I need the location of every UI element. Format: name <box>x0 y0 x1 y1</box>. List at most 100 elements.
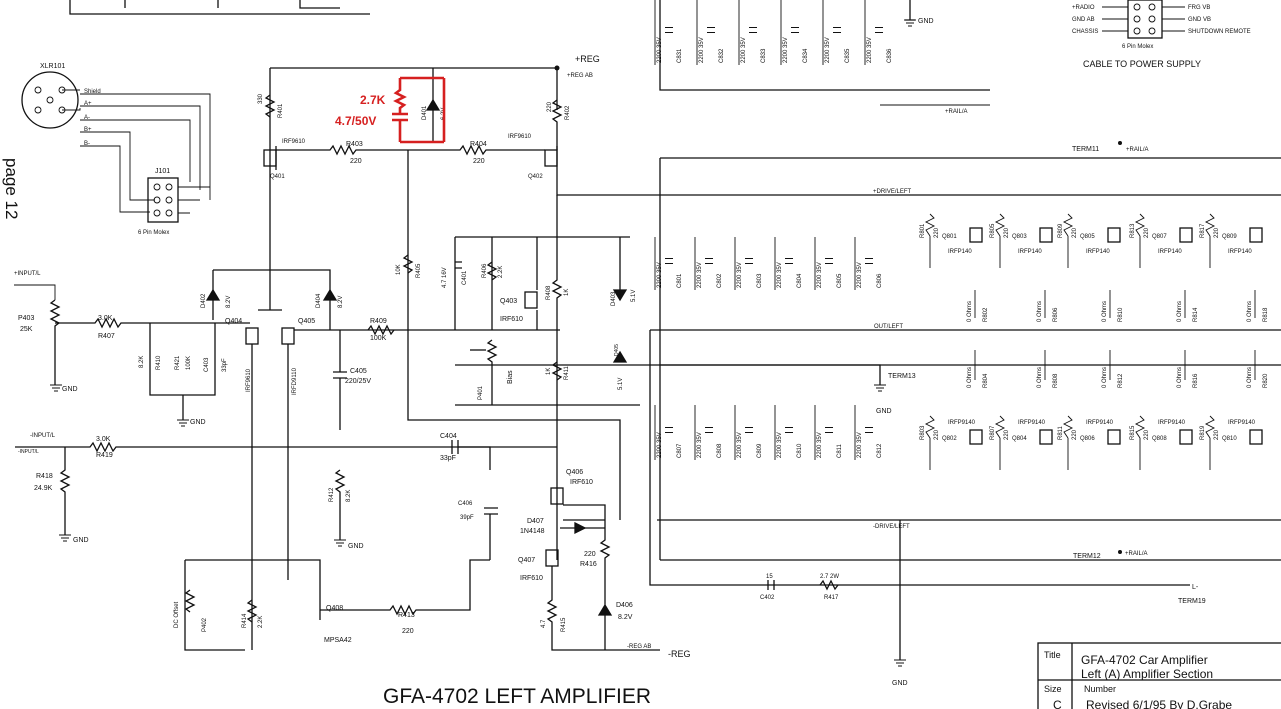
r415-value: 4.7 <box>541 619 547 628</box>
reg-neg-label: -REG <box>668 649 691 659</box>
emitter-val: 0 Ohms <box>1247 367 1253 388</box>
q408-ref: Q408 <box>326 605 343 612</box>
j101-caption: 6 Pin Molex <box>138 230 169 236</box>
p403-value: 25K <box>20 326 33 333</box>
cap-ref: C803 <box>757 273 763 288</box>
output-mosfet <box>1249 429 1263 445</box>
output-r-ref: R811 <box>1058 425 1064 440</box>
term13-label: TERM13 <box>888 373 916 380</box>
output-type: IRFP9140 <box>1018 420 1046 426</box>
molex-pin-gndvb: GND VB <box>1188 17 1211 23</box>
c402-value: 15 <box>766 574 773 580</box>
cap-ref: C835 <box>845 48 851 63</box>
emitter-bot-ref: R816 <box>1193 373 1199 388</box>
emitter-val: 0 Ohms <box>1177 301 1183 322</box>
xlr-ref: XLR101 <box>40 63 65 70</box>
output-q-ref: Q809 <box>1222 234 1237 240</box>
r404-value: 220 <box>473 158 485 165</box>
cap-bank-wires: TERM13 GND <box>454 236 916 415</box>
j101-ref: J101 <box>155 168 170 175</box>
emitter-top-ref: R802 <box>983 307 989 322</box>
emitter-val: 0 Ohms <box>1037 301 1043 322</box>
cap-value: 2200 35V <box>657 37 663 63</box>
r421-value: 100K <box>186 356 192 370</box>
r403-value: 220 <box>350 158 362 165</box>
r407-value: 3.0K <box>98 315 113 322</box>
cap-value: 2200 35V <box>817 432 823 458</box>
r412-ref: R412 <box>329 487 335 502</box>
r402-ref: R402 <box>565 105 571 120</box>
d406-ref: D406 <box>616 602 633 609</box>
q407-ref: Q407 <box>518 557 535 564</box>
c404-value: 33pF <box>440 455 456 462</box>
rail-a-neg-label: +RAIL/A <box>1125 551 1148 557</box>
q401-type: IRF9610 <box>282 139 306 145</box>
output-type: IRFP140 <box>948 249 972 255</box>
j101-connector: J101 6 Pin Molex <box>138 168 210 236</box>
c403-value: 33pF <box>222 358 228 372</box>
output-r-ref: R801 <box>920 223 926 238</box>
p401-ref: P401 <box>478 385 484 400</box>
tb-number-label: Number <box>1084 684 1116 694</box>
output-mosfet <box>969 429 983 445</box>
vas-section: Q406 IRF610 D407 1N4148 220 R416 Q407 IR… <box>518 469 691 659</box>
output-type: IRFP140 <box>1158 249 1182 255</box>
diff-pair: D402 8.2V D404 8.2V Q404 IRF9610 Q405 IR… <box>201 269 560 650</box>
q404-type: IRF9610 <box>246 368 252 392</box>
molex-pin-chassis: CHASSIS <box>1072 29 1098 35</box>
emitter-bot-ref: R820 <box>1263 373 1269 388</box>
output-r-value: 220 <box>934 429 940 440</box>
output-q-ref: Q807 <box>1152 234 1167 240</box>
emitter-bot-ref: R812 <box>1118 373 1124 388</box>
cap-value: 2200 35V <box>857 262 863 288</box>
resistor-r402: 220 R402 <box>547 99 571 150</box>
cap-value: 2200 35V <box>867 37 873 63</box>
d407-ref: D407 <box>527 518 544 525</box>
q403-type: IRF610 <box>500 316 523 323</box>
cap-ref: C804 <box>797 273 803 288</box>
molex-pin-frgvb: FRG VB <box>1188 5 1210 11</box>
q406-ref: Q406 <box>566 469 583 476</box>
gnd-label-bottom: GND <box>892 680 908 687</box>
c403-ref: C403 <box>204 357 210 372</box>
r419-value: 3.0K <box>96 436 111 443</box>
tb-title-label: Title <box>1044 650 1061 660</box>
output-q-ref: Q804 <box>1012 436 1027 442</box>
r403-r404-network: R403 220 R404 220 <box>276 141 621 520</box>
input-pos-label: +INPUT/L <box>14 271 41 277</box>
q405-ref: Q405 <box>298 318 315 325</box>
q403-ref: Q403 <box>500 298 517 305</box>
output-q-ref: Q803 <box>1012 234 1027 240</box>
output-type: IRFP140 <box>1018 249 1042 255</box>
c405-value: 220/25V <box>345 378 371 385</box>
emitter-bot-ref: R808 <box>1053 373 1059 388</box>
cap-ref: C802 <box>717 273 723 288</box>
output-q-ref: Q801 <box>942 234 957 240</box>
xlr-pin-shield: Shield <box>84 89 101 95</box>
output-r-value: 220 <box>1072 227 1078 238</box>
tb-size-label: Size <box>1044 684 1062 694</box>
r408-ref: R408 <box>546 285 552 300</box>
cap-value: 2200 35V <box>825 37 831 63</box>
gnd-label-r410: GND <box>190 419 206 426</box>
output-label: OUT/LEFT <box>874 324 903 330</box>
output-r-value: 220 <box>1214 227 1220 238</box>
xlr-pin-b-pos: B+ <box>84 127 92 133</box>
molex-pin-gndab: GND AB <box>1072 17 1095 23</box>
output-mosfet <box>1107 429 1121 445</box>
output-type: IRFP9140 <box>1228 420 1256 426</box>
cap-ref: C801 <box>677 273 683 288</box>
output-mosfet <box>1249 227 1263 243</box>
r401-ref: R401 <box>278 103 284 118</box>
output-mosfet <box>1039 429 1053 445</box>
cap-value: 2200 35V <box>777 262 783 288</box>
emitter-top-ref: R810 <box>1118 307 1124 322</box>
q402-ref: Q402 <box>528 174 543 180</box>
output-r-value: 220 <box>1214 429 1220 440</box>
term11-label: TERM11 <box>1072 146 1099 153</box>
cap-ref: C831 <box>677 48 683 63</box>
zobel-network: 15 C402 2.7 2W R417 <box>760 574 839 601</box>
cap-ref: C836 <box>887 48 893 63</box>
tb-title: GFA-4702 Car Amplifier <box>1081 653 1208 667</box>
